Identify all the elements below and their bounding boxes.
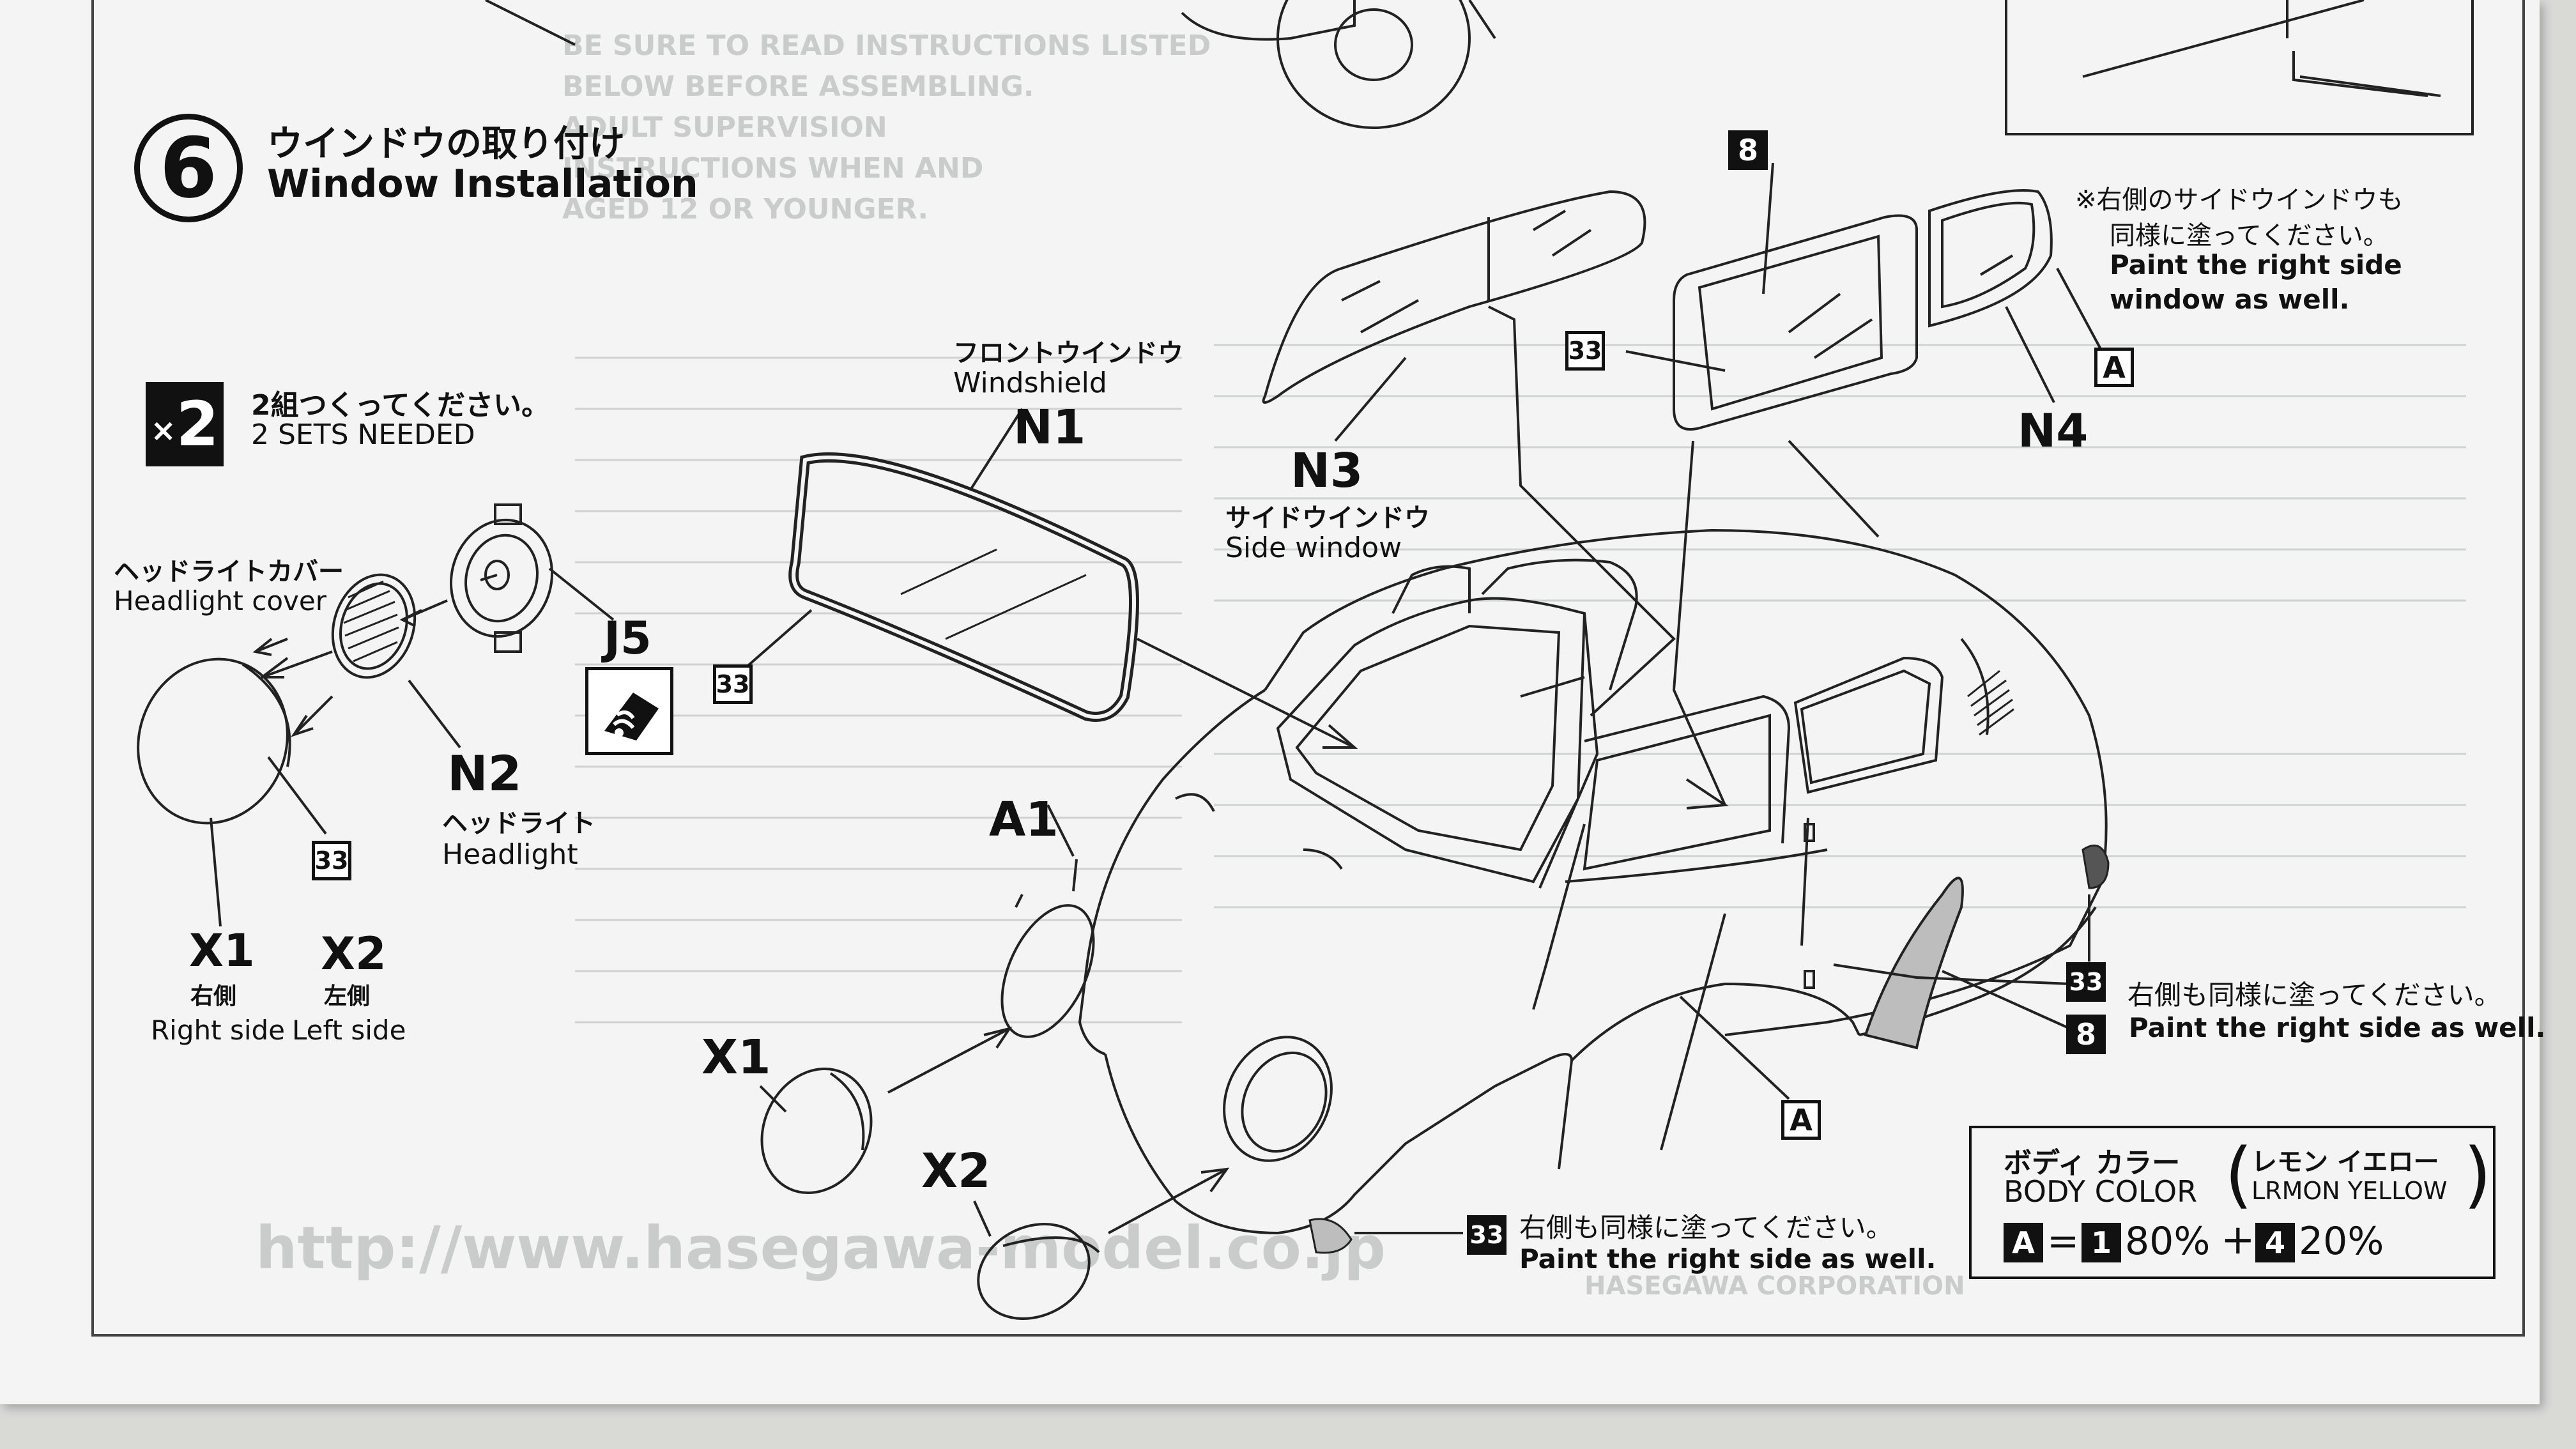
rear-window-note-en-2: window as well. bbox=[2110, 284, 2350, 315]
part-x1-label: X1 bbox=[189, 924, 255, 977]
paint-code-8: 8 bbox=[1728, 130, 1768, 170]
headlight-cover-label-en: Headlight cover bbox=[114, 585, 327, 617]
step-number: 6 bbox=[134, 114, 243, 222]
mix-plus: + bbox=[2221, 1216, 2255, 1264]
caution-icon bbox=[585, 667, 673, 755]
rear-window-note-jp-2: 同様に塗ってください。 bbox=[2110, 221, 2389, 250]
part-x1-label-en: Right side bbox=[151, 1015, 285, 1046]
paint-code-8: 8 bbox=[2066, 1015, 2106, 1054]
part-x2-callout: X2 bbox=[921, 1144, 991, 1199]
bumper-note-jp: 右側も同様に塗ってください。 bbox=[1519, 1212, 1893, 1243]
mix-code-a: A bbox=[2004, 1223, 2043, 1262]
part-j5: J5 bbox=[604, 612, 652, 664]
side-window-label-en: Side window bbox=[1225, 532, 1402, 564]
step-title-en: Window Installation bbox=[267, 162, 698, 206]
sets-needed-jp: 2組つくってください。 bbox=[251, 389, 550, 422]
part-x2-label-en: Left side bbox=[292, 1015, 406, 1046]
paint-code-33: 33 bbox=[1467, 1215, 1506, 1255]
paint-code-33: 33 bbox=[2066, 962, 2106, 1002]
mix-percent-4: 20% bbox=[2299, 1219, 2384, 1264]
part-x1-label-jp: 右側 bbox=[190, 983, 237, 1009]
fender-note-jp: 右側も同様に塗ってください。 bbox=[2128, 979, 2501, 1011]
step-title-jp: ウインドウの取り付け bbox=[267, 123, 625, 165]
part-x2-label: X2 bbox=[321, 928, 387, 980]
paint-code-33: 33 bbox=[1565, 331, 1605, 371]
part-n2: N2 bbox=[447, 745, 522, 802]
part-n2-label-jp: ヘッドライト bbox=[442, 809, 595, 838]
rear-window-note-en-1: Paint the right side bbox=[2110, 249, 2402, 280]
mix-code-4: 4 bbox=[2255, 1223, 2295, 1262]
show-through-url: http://www.hasegawa-model.co.jp bbox=[256, 1214, 1386, 1282]
mix-code-1: 1 bbox=[2082, 1223, 2121, 1262]
body-color-name-en: LRMON YELLOW bbox=[2251, 1177, 2448, 1205]
mix-equals: = bbox=[2047, 1219, 2080, 1264]
part-x1-callout: X1 bbox=[702, 1030, 771, 1085]
paren-close: ) bbox=[2464, 1133, 2492, 1216]
mix-percent-1: 80% bbox=[2125, 1219, 2211, 1264]
body-color-name-jp: レモン イエロー bbox=[2251, 1147, 2439, 1177]
multiplier-badge: × 2 bbox=[146, 382, 224, 466]
body-color-title-en: BODY COLOR bbox=[2004, 1174, 2198, 1209]
multiplier-prefix: × bbox=[150, 413, 176, 448]
headlight-cover-label-jp: ヘッドライトカバー bbox=[114, 557, 344, 586]
multiplier-value: 2 bbox=[176, 388, 219, 460]
paint-code-a: A bbox=[1781, 1100, 1821, 1140]
sets-needed-en: 2 SETS NEEDED bbox=[251, 418, 475, 451]
windshield-label-jp: フロントウインドウ bbox=[953, 339, 1183, 368]
part-n2-label-en: Headlight bbox=[442, 838, 578, 871]
show-through-company: HASEGAWA CORPORATION bbox=[1584, 1271, 1965, 1301]
part-x2-label-jp: 左側 bbox=[324, 983, 371, 1009]
part-a1: A1 bbox=[989, 792, 1059, 847]
rear-window-note-jp-1: ※右側のサイドウインドウも bbox=[2075, 185, 2404, 215]
bumper-note-en: Paint the right side as well. bbox=[1519, 1243, 1936, 1275]
paren-open: ( bbox=[2225, 1133, 2253, 1216]
part-n4: N4 bbox=[2018, 404, 2089, 457]
paint-code-a: A bbox=[2094, 348, 2134, 387]
body-color-title-jp: ボディ カラー bbox=[2004, 1147, 2181, 1179]
part-n1: N1 bbox=[1013, 400, 1086, 455]
paint-code-33: 33 bbox=[713, 664, 753, 704]
side-window-label-jp: サイドウインドウ bbox=[1225, 503, 1430, 533]
part-n3: N3 bbox=[1291, 443, 1363, 498]
fender-note-en: Paint the right side as well. bbox=[2129, 1012, 2546, 1043]
paint-code-33: 33 bbox=[312, 841, 351, 880]
windshield-label-en: Windshield bbox=[953, 367, 1107, 399]
body-color-panel: ボディ カラー BODY COLOR ( レモン イエロー LRMON YELL… bbox=[1969, 1126, 2496, 1279]
